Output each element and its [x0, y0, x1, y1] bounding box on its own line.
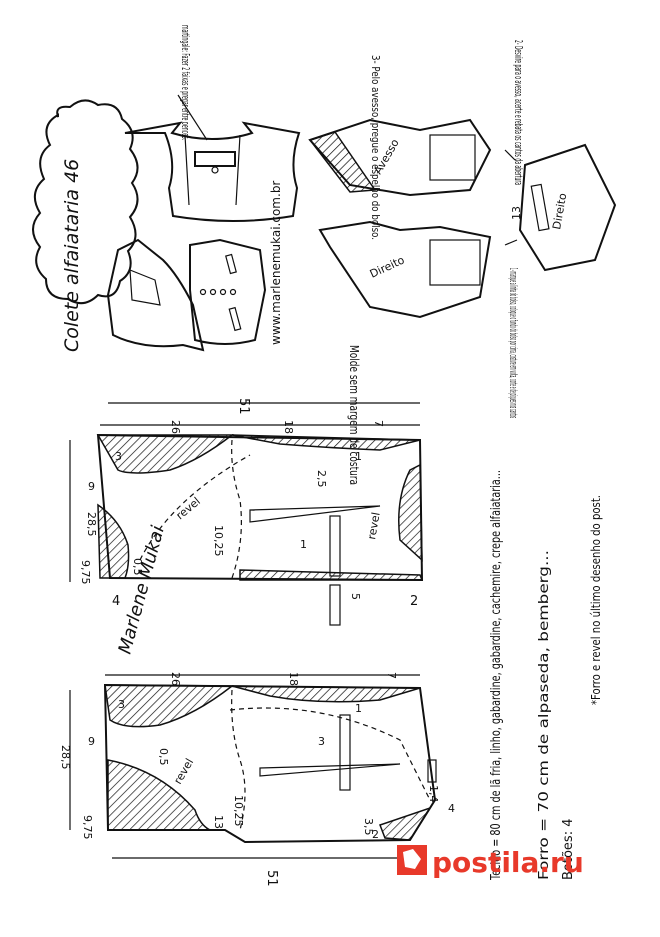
top-seg-26: 26: [169, 420, 182, 434]
top-revel-a: revel: [174, 495, 203, 523]
top-seg-7: 7: [372, 420, 385, 427]
direito-label-b: Direito: [550, 192, 569, 231]
top-h2: 2: [410, 594, 418, 609]
vest-back-sketch: [124, 121, 301, 222]
materials-notes: Tecido = 80 cm de lã fria, linho, gabard…: [489, 470, 603, 881]
top-h25: 2,5: [315, 470, 328, 488]
top-width-51: 51: [236, 398, 251, 415]
bottom-h13: 13: [212, 815, 225, 829]
bottom-h14: 1,4: [427, 785, 440, 803]
top-mark1a: 1: [300, 538, 307, 551]
pocket-step-sketches: Direito Avesso Direito 13: [308, 118, 617, 319]
bottom-h3: 3: [118, 698, 125, 711]
width-13-label: 13: [510, 206, 523, 220]
title-text: Colete alfaiataria 46: [61, 159, 83, 352]
top-h1025: 10,25: [212, 525, 225, 557]
step2-text: 2- Desvire para o avesso, acerte e rebat…: [512, 40, 525, 185]
bottom-seg-26: 26: [169, 672, 182, 686]
top-h9: 9: [88, 480, 95, 493]
title-cloud: Colete alfaiataria 46: [32, 99, 139, 352]
bottom-h4: 4: [448, 802, 455, 815]
bottom-seg-18: 18: [287, 672, 300, 686]
top-mark1b: 1: [355, 450, 362, 463]
top-h3: 3: [115, 450, 122, 463]
pattern-top: 51 26 18 7 28,5 9 9,75 3 0,5 revel 10,25…: [69, 398, 424, 626]
svg-text:martingale: Fazer 2 faixas e p: martingale: Fazer 2 faixas e pregar entr…: [179, 25, 192, 140]
martingale-note: martingale: Fazer 2 faixas e pregar entr…: [177, 25, 208, 141]
watermark-text: postila.ru: [432, 846, 584, 879]
bottom-mark1: 1: [355, 702, 362, 715]
bottom-h975: 9,75: [81, 815, 94, 840]
lining-note: *Forro e revel no último desenho do post…: [589, 495, 603, 705]
buttons-text: Botões: 4: [561, 819, 576, 880]
bottom-h35: 3,5: [362, 818, 375, 836]
vest-front-sketch: [106, 238, 267, 352]
bottom-mark3: 3: [318, 735, 325, 748]
lining-text: Forro = 70 cm de alpaseda, bemberg...: [537, 550, 552, 880]
top-h975: 9,75: [79, 560, 92, 585]
bottom-revel: revel: [171, 756, 196, 786]
top-height-285: 28,5: [85, 512, 98, 537]
bottom-h2: 2: [372, 828, 379, 841]
fabric-text: Tecido = 80 cm de lã fria, linho, gabard…: [489, 470, 504, 881]
top-seg-18: 18: [282, 420, 295, 434]
step3-text: 3- Pelo avesso, pregue o espelho do bols…: [369, 55, 382, 240]
direito-label-a: Direito: [368, 253, 407, 280]
bottom-width-51: 51: [264, 870, 279, 887]
watermark: postila.ru: [397, 845, 584, 879]
bottom-h1025: 10,25: [232, 795, 245, 827]
top-h05: 0,5: [131, 558, 144, 576]
top-revel-b: revel: [365, 511, 383, 540]
bottom-height-285: 28,5: [59, 745, 72, 770]
top-h5: 5: [349, 593, 362, 600]
bottom-h05: 0,5: [157, 748, 170, 766]
pattern-bottom: 26 18 7 28,5 51 9 9,75 3 0,5 revel 13 10…: [59, 672, 455, 887]
step1-text: 1- marque a linha do bolso, coloque o fu…: [507, 268, 520, 418]
top-h4: 4: [112, 594, 120, 609]
bottom-h9: 9: [88, 735, 95, 748]
mold-note: Molde sem margem de costura: [347, 345, 361, 485]
website-text: www.marlenemukai.com.br: [269, 181, 283, 345]
bottom-seg-7: 7: [385, 672, 398, 679]
